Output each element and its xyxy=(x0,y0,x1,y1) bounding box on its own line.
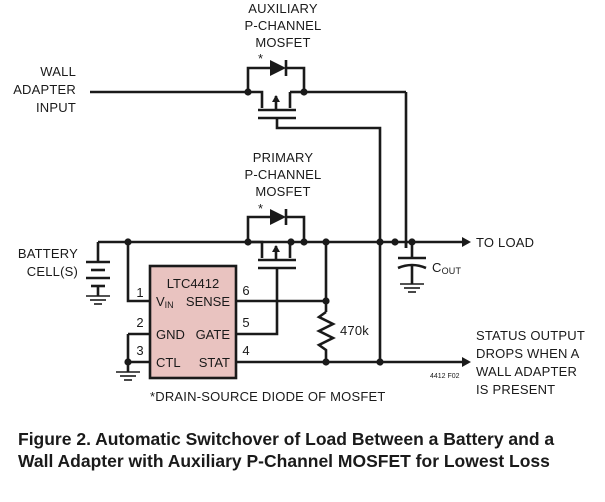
wall-label-line3: INPUT xyxy=(36,100,76,115)
pin-gnd-label: GND xyxy=(156,327,185,342)
ic-name: LTC4412 xyxy=(167,276,220,291)
status-line4: IS PRESENT xyxy=(476,382,555,397)
status-output-label: STATUS OUTPUT DROPS WHEN A WALL ADAPTER … xyxy=(476,328,585,397)
pin-6-number: 6 xyxy=(242,283,249,298)
pin-sense-label: SENSE xyxy=(186,294,230,309)
status-arrow-icon xyxy=(462,357,471,367)
aux-diode-asterisk: * xyxy=(258,51,263,66)
pin-stat-label: STAT xyxy=(199,355,230,370)
cout-label: COUT xyxy=(432,260,461,276)
figure-caption: Figure 2. Automatic Switchover of Load B… xyxy=(18,428,598,472)
to-load-label: TO LOAD xyxy=(476,235,534,250)
battery-label-line1: BATTERY xyxy=(18,246,78,261)
primary-diode-icon xyxy=(270,209,286,225)
battery-symbol xyxy=(86,242,110,305)
pin-1-number: 1 xyxy=(136,285,143,300)
pin-2-number: 2 xyxy=(136,315,143,330)
pin-5-number: 5 xyxy=(242,315,249,330)
primary-label-line1: PRIMARY xyxy=(253,150,314,165)
caption-line1: Figure 2. Automatic Switchover of Load B… xyxy=(18,429,555,449)
aux-label-line3: MOSFET xyxy=(255,35,310,50)
caption-line2: Wall Adapter with Auxiliary P-Channel MO… xyxy=(18,451,550,471)
battery-label-line2: CELL(S) xyxy=(27,264,78,279)
pin-3-number: 3 xyxy=(136,343,143,358)
to-load-arrow-icon xyxy=(462,237,471,247)
resistor-label: 470k xyxy=(340,323,369,338)
battery-label: BATTERY CELL(S) xyxy=(18,246,78,279)
resistor-470k xyxy=(316,310,336,362)
primary-label-line3: MOSFET xyxy=(255,184,310,199)
aux-mosfet: * xyxy=(246,51,382,242)
primary-diode-asterisk: * xyxy=(258,201,263,216)
footnote: *DRAIN-SOURCE DIODE OF MOSFET xyxy=(150,389,385,404)
aux-label-line2: P-CHANNEL xyxy=(245,18,322,33)
output-capacitor: COUT xyxy=(397,242,461,293)
aux-label-line1: AUXILIARY xyxy=(248,1,318,16)
primary-mosfet-label: PRIMARY P-CHANNEL MOSFET xyxy=(245,150,322,199)
primary-label-line2: P-CHANNEL xyxy=(245,167,322,182)
pin-ctl-label: CTL xyxy=(156,355,181,370)
ltc4412-ic xyxy=(148,264,238,380)
aux-mosfet-label: AUXILIARY P-CHANNEL MOSFET xyxy=(245,1,322,50)
pin-vin-label: VIN xyxy=(156,294,174,310)
status-line1: STATUS OUTPUT xyxy=(476,328,585,343)
status-line2: DROPS WHEN A xyxy=(476,346,580,361)
pin-gate-label: GATE xyxy=(196,327,231,342)
pin-4-number: 4 xyxy=(242,343,249,358)
wall-label-line1: WALL xyxy=(40,64,76,79)
status-line3: WALL ADAPTER xyxy=(476,364,577,379)
wall-label-line2: ADAPTER xyxy=(13,82,76,97)
aux-diode-icon xyxy=(270,60,286,76)
figure-code: 4412 F02 xyxy=(430,373,460,380)
wall-adapter-label: WALL ADAPTER INPUT xyxy=(13,64,76,115)
